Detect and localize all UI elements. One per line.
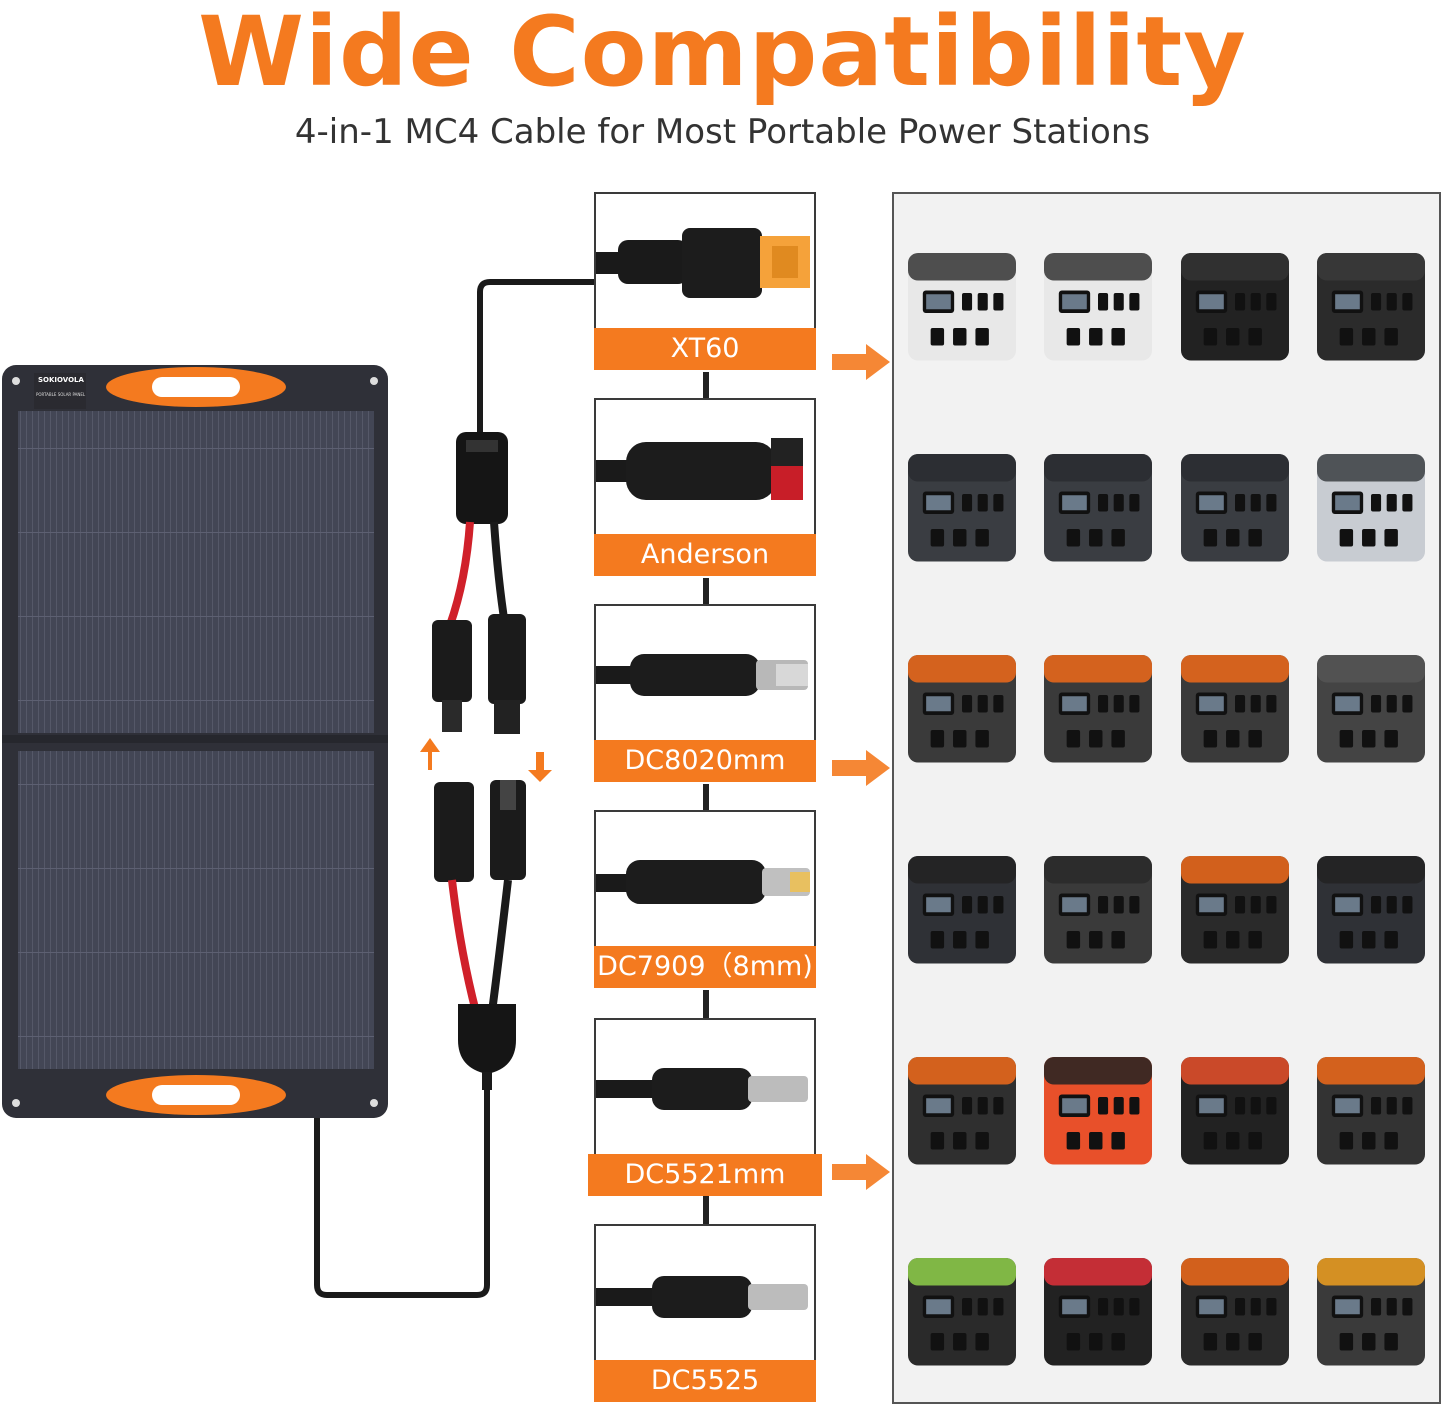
dc7909-plug-icon xyxy=(596,860,810,904)
power-station-image xyxy=(908,1057,1016,1165)
power-station-image xyxy=(1181,454,1289,562)
power-station-image xyxy=(1181,856,1289,964)
power-station-image xyxy=(1317,1258,1425,1366)
connector-card-dc5521: DC5521mm xyxy=(588,1018,822,1196)
connector-label: DC5525 xyxy=(594,1360,816,1402)
power-station-image xyxy=(1044,454,1152,562)
spine-segment xyxy=(703,784,709,812)
power-station-image xyxy=(1181,253,1289,361)
power-station-image xyxy=(1044,1057,1152,1165)
connector-label: Anderson xyxy=(594,534,816,576)
connector-label: XT60 xyxy=(594,328,816,370)
spine-segment xyxy=(703,990,709,1018)
dc8020-plug-icon xyxy=(596,654,808,696)
arrow-right-icon xyxy=(832,750,890,786)
power-station-image xyxy=(1044,1258,1152,1366)
connector-card-dc8020: DC8020mm xyxy=(594,604,816,782)
connector-card-dc7909: DC7909（8mm) xyxy=(594,810,816,988)
power-station-image xyxy=(908,655,1016,763)
power-station-image xyxy=(1044,856,1152,964)
dc5521-plug-icon xyxy=(596,1068,808,1110)
power-station-image xyxy=(908,1258,1016,1366)
power-station-image xyxy=(1181,655,1289,763)
power-station-image xyxy=(1317,253,1425,361)
power-station-image xyxy=(908,253,1016,361)
power-station-image xyxy=(1317,1057,1425,1165)
connector-label: DC5521mm xyxy=(588,1154,822,1196)
panel-sublabel: PORTABLE SOLAR PANEL xyxy=(36,392,86,397)
power-station-image xyxy=(1317,655,1425,763)
spine-segment xyxy=(703,372,709,400)
spine-segment xyxy=(703,578,709,606)
arrow-right-icon xyxy=(832,344,890,380)
power-station-image xyxy=(1181,1057,1289,1165)
dc5525-plug-icon xyxy=(596,1276,808,1318)
anderson-plug-icon xyxy=(596,438,803,500)
power-station-image xyxy=(908,454,1016,562)
power-station-image xyxy=(908,856,1016,964)
connector-label: DC7909（8mm) xyxy=(594,946,816,988)
solar-panel xyxy=(2,365,388,1118)
spine-segment xyxy=(703,1196,709,1224)
connector-label: DC8020mm xyxy=(594,740,816,782)
page-title: Wide Compatibility xyxy=(198,0,1247,108)
power-station-image xyxy=(1044,655,1152,763)
page-subtitle: 4-in-1 MC4 Cable for Most Portable Power… xyxy=(294,112,1151,152)
power-station-image xyxy=(1317,856,1425,964)
connector-card-dc5525: DC5525 xyxy=(594,1224,816,1402)
panel-brand: SOKIOVOLA xyxy=(38,376,84,384)
cable-wiring xyxy=(314,279,594,1298)
connector-card-anderson: Anderson xyxy=(594,398,816,576)
power-station-image xyxy=(1181,1258,1289,1366)
arrow-right-icon xyxy=(832,1154,890,1190)
power-station-image xyxy=(1317,454,1425,562)
xt60-plug-icon xyxy=(596,228,810,298)
power-station-image xyxy=(1044,253,1152,361)
compatible-devices-grid xyxy=(892,192,1441,1404)
connector-card-xt60: XT60 xyxy=(594,192,816,370)
